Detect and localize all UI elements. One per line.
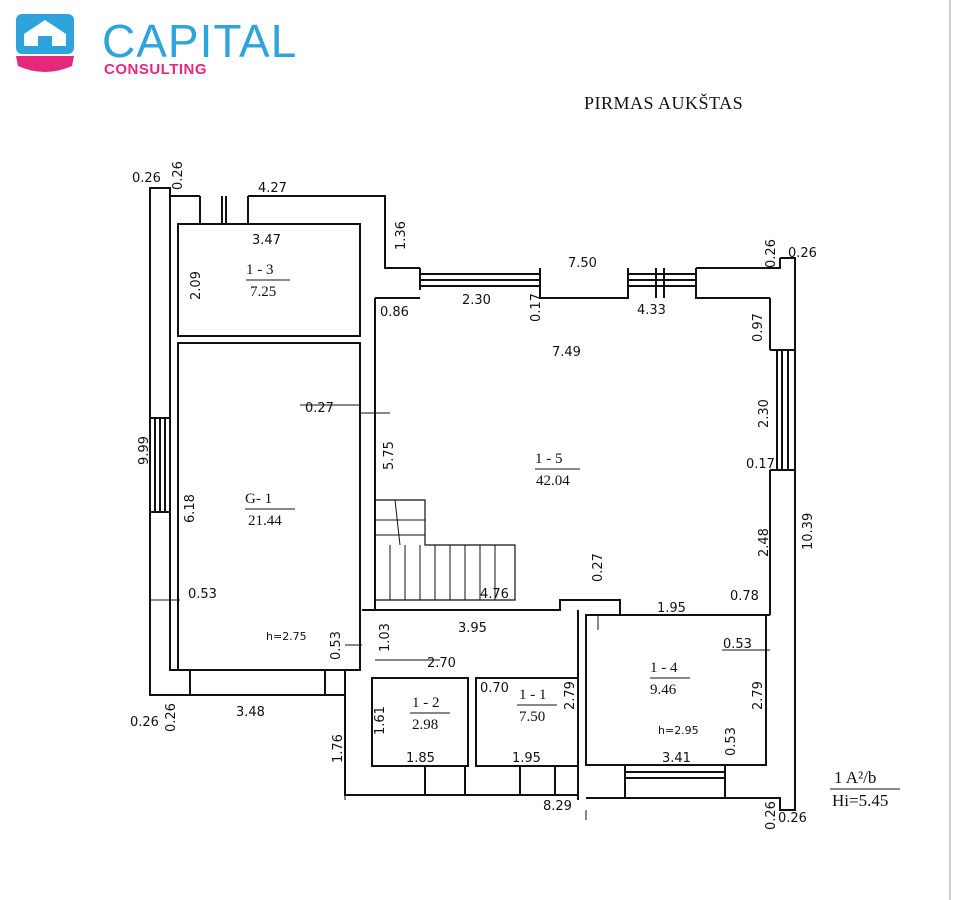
- dim-label: 0.70: [480, 681, 509, 696]
- top-windows: [420, 268, 696, 298]
- dim-label: 0.26: [132, 171, 161, 186]
- dim-label: 0.78: [730, 589, 759, 604]
- dim-label: 0.97: [751, 313, 766, 342]
- top-window: [199, 196, 249, 224]
- dim-label: 6.18: [183, 494, 198, 523]
- dim-label: 2.30: [462, 293, 491, 308]
- dim-label: 1.85: [406, 751, 435, 766]
- room-1-3-walls: [177, 223, 361, 337]
- dim-label: 0.17: [746, 457, 775, 472]
- floor-title: PIRMAS AUKŠTAS: [584, 93, 744, 113]
- dim-label: 0.26: [778, 811, 807, 826]
- house-logo-icon: [16, 14, 74, 72]
- dim-label: 2.30: [757, 399, 772, 428]
- dim-label: 3.48: [236, 705, 265, 720]
- room-1-4-id: 1 - 4: [650, 660, 678, 676]
- dim-label: 0.26: [130, 715, 159, 730]
- formula-line-1: 1 A²/b: [834, 768, 876, 787]
- dim-label: 3.47: [252, 233, 281, 248]
- bottom-windows: [424, 765, 726, 798]
- dim-label: 2.09: [189, 271, 204, 300]
- dim-label: 4.33: [637, 303, 666, 318]
- dim-label: 0.26: [764, 801, 779, 830]
- stair-steps: [375, 499, 496, 600]
- dim-label: 0.53: [188, 587, 217, 602]
- room-1-5-area: 42.04: [536, 473, 570, 489]
- room-1-4-area: 9.46: [650, 682, 677, 698]
- dim-label: 8.29: [543, 799, 572, 814]
- room-1-2-walls: [371, 677, 469, 767]
- dim-label: 9.99: [137, 436, 152, 465]
- dim-label: 0.26: [788, 246, 817, 261]
- room-g-1-area: 21.44: [248, 513, 282, 529]
- garage-height: h=2.75: [266, 630, 307, 643]
- room-g-1-walls: [177, 342, 361, 671]
- dim-label: 1.03: [378, 623, 393, 652]
- dim-label: 0.17: [529, 293, 544, 322]
- top-right-wall: [419, 258, 781, 299]
- dim-label: 2.79: [563, 681, 578, 710]
- dim-label: 0.86: [380, 305, 409, 320]
- left-window: [150, 417, 170, 513]
- page-edge: [949, 0, 951, 900]
- room-1-4-walls: [585, 614, 767, 766]
- dim-label: 10.39: [801, 513, 816, 550]
- room-1-4-height: h=2.95: [658, 724, 699, 737]
- dim-label: 0.26: [764, 239, 779, 268]
- dim-label: 4.76: [480, 587, 509, 602]
- dim-label: 0.53: [723, 637, 752, 652]
- dim-label: 0.53: [724, 727, 739, 756]
- room-1-3-id: 1 - 3: [246, 262, 274, 278]
- dim-label: 7.50: [568, 256, 597, 271]
- dimension-lines: [150, 404, 770, 820]
- logo-wordmark: CAPITAL: [102, 15, 298, 67]
- dim-label: 1.76: [331, 734, 346, 763]
- dim-label: 1.95: [657, 601, 686, 616]
- dim-label: 3.41: [662, 751, 691, 766]
- logo-tagline: CONSULTING: [104, 61, 208, 78]
- room-1-1-id: 1 - 1: [519, 687, 547, 703]
- dim-label: 0.26: [171, 161, 186, 190]
- dim-label: 4.27: [258, 181, 287, 196]
- dim-label: 5.75: [382, 441, 397, 470]
- formula-line-2: Hi=5.45: [832, 791, 888, 810]
- dim-label: 0.27: [591, 553, 606, 582]
- room-1-3-area: 7.25: [250, 284, 276, 300]
- dim-label: 0.27: [305, 401, 334, 416]
- walls: [149, 187, 796, 811]
- dim-label: 7.49: [552, 345, 581, 360]
- dim-label: 1.61: [373, 706, 388, 735]
- room-1-2-area: 2.98: [412, 717, 438, 733]
- dim-label: 2.48: [757, 528, 772, 557]
- top-left-wall: [170, 195, 420, 269]
- dim-label: 1.36: [394, 221, 409, 250]
- dim-label: 1.95: [512, 751, 541, 766]
- room-g-1-id: G- 1: [245, 491, 272, 507]
- garage-door-frame: [322, 669, 345, 696]
- capital-consulting-logo: CAPITAL CONSULTING: [14, 12, 296, 78]
- room-1-5-id: 1 - 5: [535, 451, 563, 467]
- dim-label: 0.26: [164, 703, 179, 732]
- dim-label: 0.53: [329, 631, 344, 660]
- room-1-2-id: 1 - 2: [412, 695, 440, 711]
- dim-label: 3.95: [458, 621, 487, 636]
- room-1-1-walls: [475, 677, 579, 767]
- right-window: [770, 349, 795, 471]
- right-outer-wall: [755, 257, 796, 811]
- dim-label: 2.79: [751, 681, 766, 710]
- staircase: [374, 499, 516, 601]
- dim-label: 2.70: [427, 656, 456, 671]
- room-1-1-area: 7.50: [519, 709, 545, 725]
